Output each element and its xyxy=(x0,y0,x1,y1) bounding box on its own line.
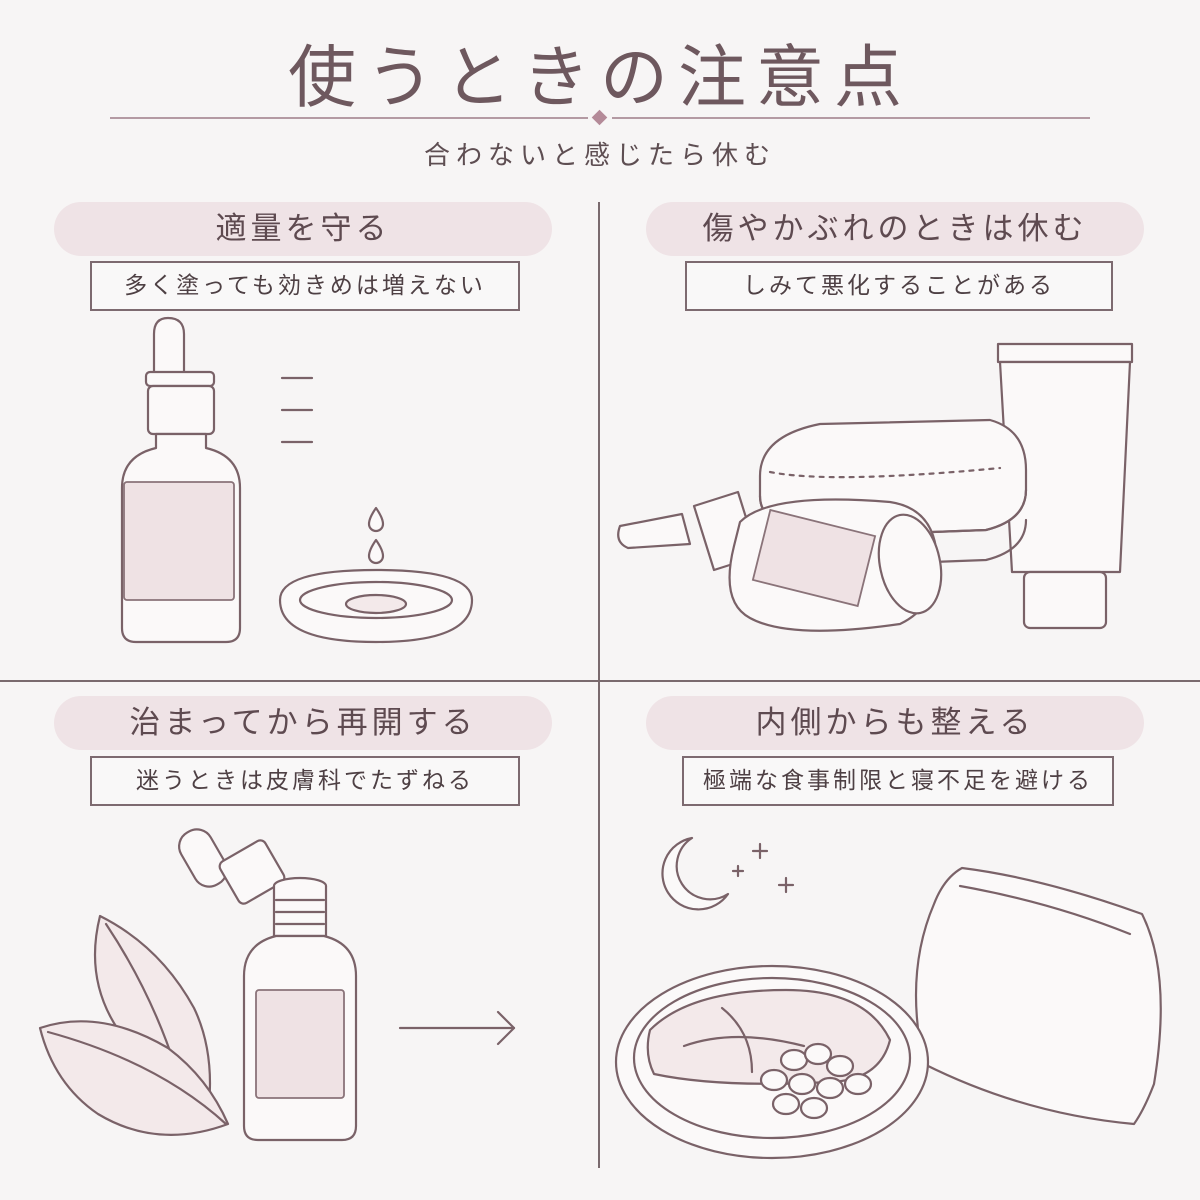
panel-1-note: 多く塗っても効きめは増えない xyxy=(90,261,520,311)
oil-drops-icon xyxy=(280,376,385,597)
dropper-icon xyxy=(178,828,286,905)
pillow-icon xyxy=(914,866,1162,1126)
panel-1-heading: 適量を守る xyxy=(54,202,552,256)
moon-icon xyxy=(661,836,730,911)
panel-4-illustration xyxy=(614,836,1162,1160)
page-subtitle: 合わないと感じたら休む xyxy=(423,141,776,171)
vertical-divider xyxy=(598,202,600,1168)
saucer-icon xyxy=(278,568,474,644)
dropper-bottle-icon xyxy=(120,316,242,644)
title-rule-left xyxy=(110,117,588,119)
lying-bottle-icon xyxy=(617,490,943,632)
panel-4-heading: 内側からも整える xyxy=(646,696,1144,750)
panel-2-heading: 傷やかぶれのときは休む xyxy=(646,202,1144,256)
leaf-icon xyxy=(38,914,230,1137)
title-rule-right xyxy=(612,117,1090,119)
open-bottle-icon xyxy=(242,876,358,1142)
horizontal-divider xyxy=(0,680,1200,682)
panel-2-illustration xyxy=(617,342,1134,632)
panel-1-illustration xyxy=(120,316,474,644)
arrow-right-icon xyxy=(398,1010,516,1046)
panel-3-heading: 治まってから再開する xyxy=(54,696,552,750)
panel-3-illustration xyxy=(38,828,516,1142)
star-icon xyxy=(731,842,795,894)
soybeans-icon xyxy=(759,1042,873,1120)
fish-plate-icon xyxy=(614,964,930,1160)
panel-2-note: しみて悪化することがある xyxy=(685,261,1113,311)
panel-4-note: 極端な食事制限と寝不足を避ける xyxy=(682,756,1114,806)
panel-3-note: 迷うときは皮膚科でたずねる xyxy=(90,756,520,806)
page-title: 使うときの注意点 xyxy=(287,39,912,118)
tube-icon xyxy=(996,342,1134,630)
